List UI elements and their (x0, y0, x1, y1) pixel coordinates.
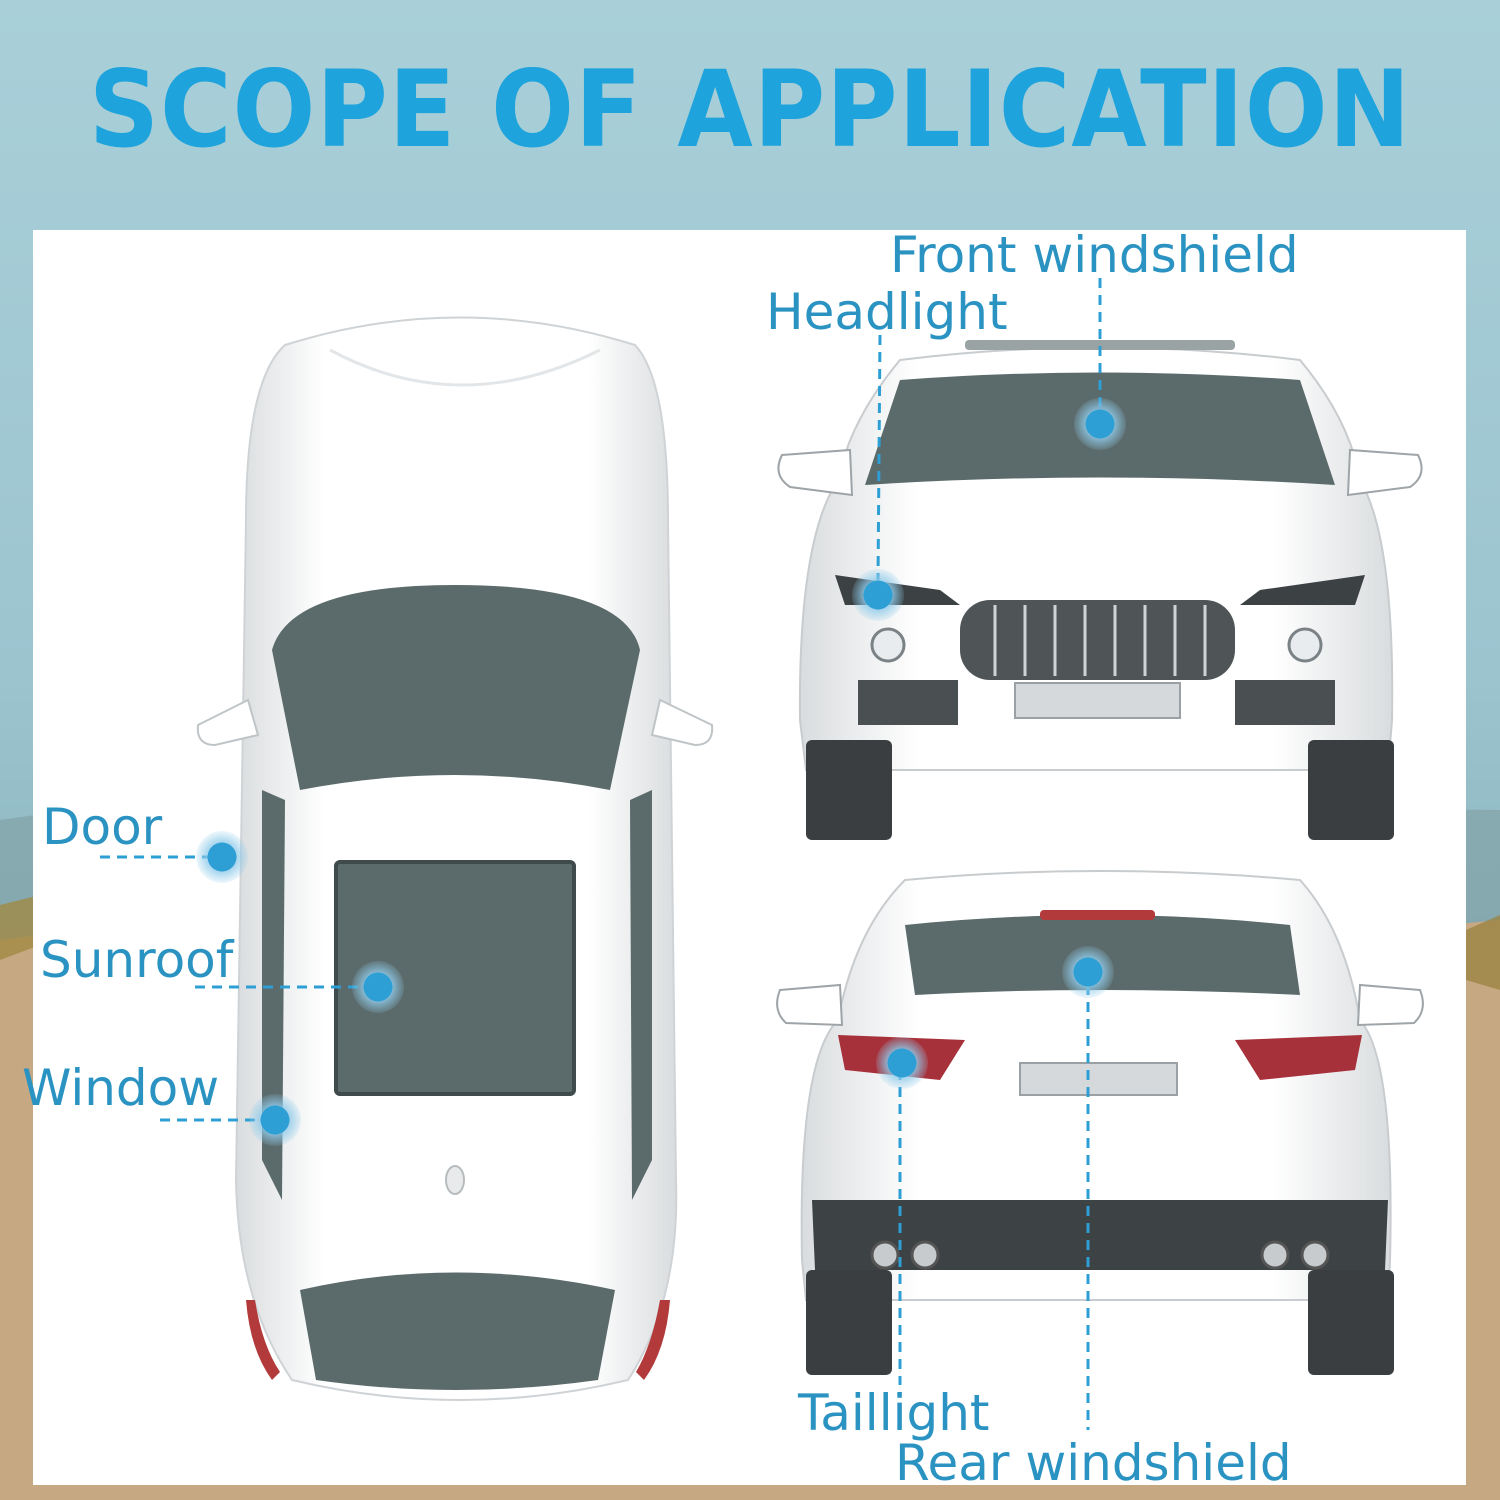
rear-bumper (812, 1200, 1388, 1270)
label-front-windshield: Front windshield (890, 226, 1299, 284)
front-mirror-right (1346, 448, 1423, 497)
rear-mirror-left (776, 983, 844, 1027)
top-windshield (272, 585, 640, 790)
label-taillight: Taillight (798, 1384, 990, 1442)
label-headlight: Headlight (766, 283, 1008, 341)
marker-headlight (852, 569, 904, 621)
label-rear-windshield: Rear windshield (895, 1434, 1292, 1492)
label-sunroof: Sunroof (40, 931, 234, 989)
top-mirror-right (650, 698, 714, 747)
page-title: SCOPE OF APPLICATION (88, 48, 1412, 171)
top-view-car (196, 316, 714, 1401)
front-foglight-right (1287, 627, 1323, 663)
front-headlight-right (1240, 575, 1365, 605)
rear-exhaust-pipes (870, 1240, 1330, 1270)
rear-mirror-right (1356, 983, 1424, 1027)
label-window: Window (22, 1059, 220, 1117)
top-sunroof (334, 860, 576, 1096)
rear-license-plate (1019, 1062, 1178, 1096)
rear-view-car (776, 870, 1424, 1375)
front-foglight-left (870, 627, 906, 663)
top-mirror-left (196, 698, 260, 747)
markers (196, 398, 1126, 1146)
top-side-window-right (630, 790, 652, 1200)
top-car-body (234, 316, 678, 1401)
front-tire-right (1308, 740, 1394, 840)
grass-right (1466, 915, 1500, 990)
front-grille (960, 600, 1235, 680)
front-mirror-left (777, 448, 854, 497)
leader-headlight (876, 334, 882, 581)
marker-sunroof (352, 961, 404, 1013)
rear-brake-light (1040, 910, 1155, 920)
front-tire-left (806, 740, 892, 840)
top-car-taillight-left (246, 1300, 280, 1380)
leader-lines (100, 278, 1102, 1430)
label-door: Door (42, 798, 163, 856)
top-car-taillight-right (636, 1300, 670, 1380)
top-rear-window (300, 1272, 615, 1390)
front-bumper-vent-left (858, 680, 958, 725)
rear-tire-left (806, 1270, 892, 1375)
marker-window (249, 1094, 301, 1146)
marker-front-windshield (1074, 398, 1126, 450)
marker-rear-windshield (1062, 946, 1114, 998)
front-grille-bars (993, 605, 1207, 676)
top-antenna (445, 1165, 465, 1195)
rear-tire-right (1308, 1270, 1394, 1375)
front-roof-strip (965, 340, 1235, 350)
marker-taillight (876, 1037, 928, 1089)
front-license-plate (1014, 682, 1181, 719)
front-bumper-vent-right (1235, 680, 1335, 725)
rear-taillight-right (1235, 1035, 1362, 1080)
marker-door (196, 831, 248, 883)
top-car-hood-line (329, 348, 601, 387)
